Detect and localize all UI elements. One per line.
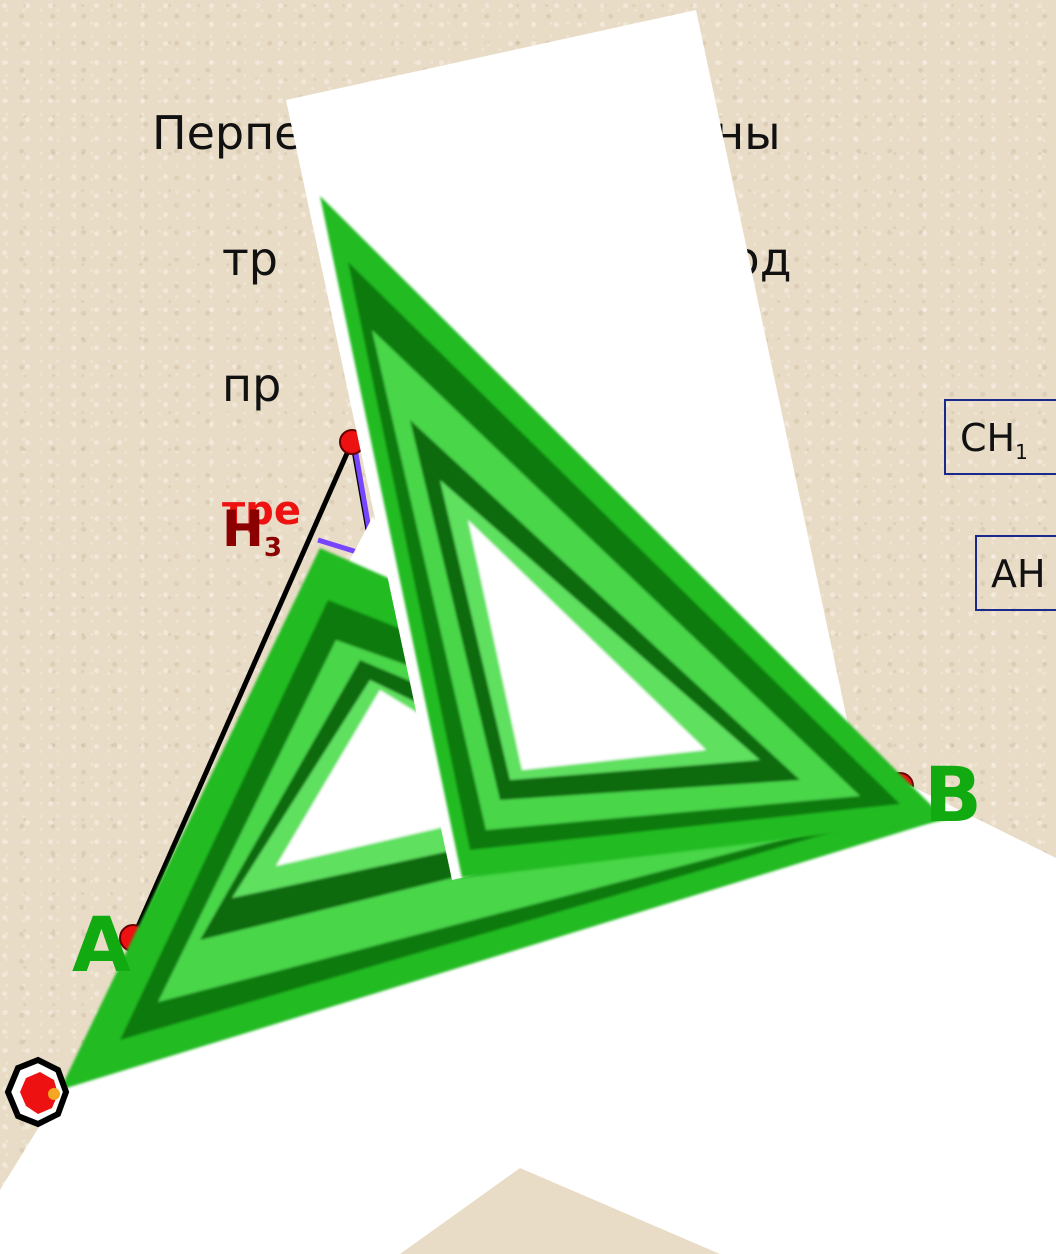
vertex-label-b: B [924,750,982,839]
vertex-label-a: A [72,900,131,989]
foot-label-h3: H3 [222,500,282,563]
formula-box-ch1: CH1 [944,399,1056,475]
formula-ch-text: CH [960,416,1016,460]
set-square-right [320,196,946,878]
octagon-nav-icon[interactable] [4,1056,70,1128]
set-square-right-hole [468,520,706,770]
foot-label-h3-subscript: 3 [263,533,282,563]
side-ac [130,440,355,940]
formula-box-ah: AH [975,535,1056,611]
formula-ch-subscript: 1 [1015,440,1028,464]
background-gap [400,1168,720,1254]
text-line-4: тре [222,488,301,534]
formula-ah-text: AH [991,552,1046,596]
foot-label-h3-letter: H [222,500,264,558]
set-square-left-hole [276,690,560,866]
